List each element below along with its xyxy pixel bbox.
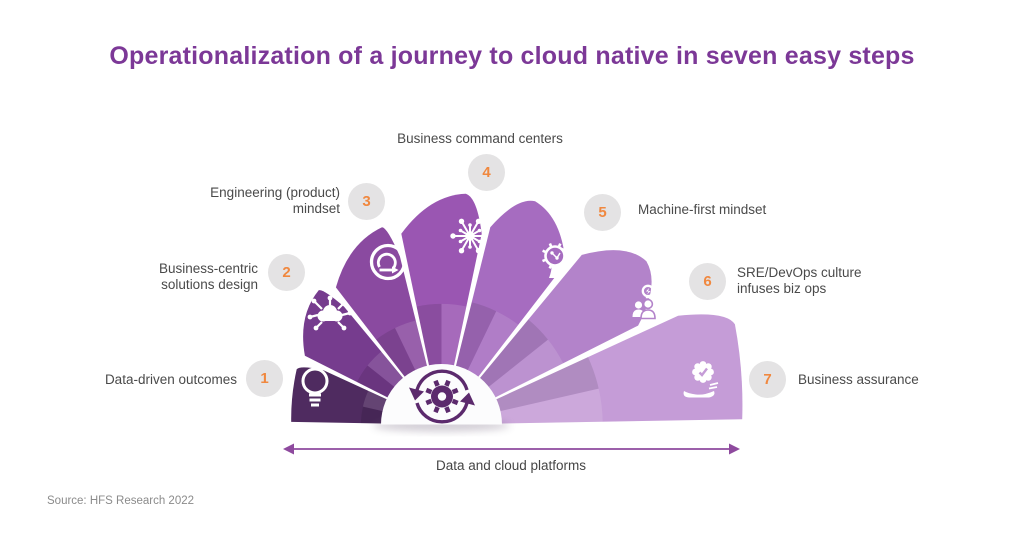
machine-head-icon (542, 243, 575, 278)
step-number-badge-2: 2 (268, 254, 305, 291)
step-label-7: Business assurance (798, 372, 919, 387)
step-number-badge-1: 1 (246, 360, 283, 397)
lightbulb-icon (301, 367, 329, 407)
step-number-badge-7: 7 (749, 361, 786, 398)
step-number-badge-6: 6 (689, 263, 726, 300)
step-number: 7 (763, 371, 772, 388)
step-number-badge-3: 3 (348, 183, 385, 220)
hand-badge-icon (683, 361, 719, 398)
step-label-2: Business-centric solutions design (158, 261, 258, 292)
step-number: 6 (703, 273, 712, 290)
step-label-3: Engineering (product) mindset (210, 185, 340, 216)
gear-cycle-icon (409, 369, 475, 424)
source-text: Source: HFS Research 2022 (47, 495, 195, 507)
step-number: 1 (260, 370, 269, 387)
petal-step-4 (401, 193, 490, 425)
step-label-4: Business command centers (397, 131, 563, 146)
page-title: Operationalization of a journey to cloud… (109, 42, 915, 70)
agile-loop-icon (369, 243, 407, 281)
cloud-network-icon (307, 295, 353, 331)
step-label-1: Data-driven outcomes (104, 372, 237, 387)
bottom-axis-label: Data and cloud platforms (435, 458, 587, 473)
step-number: 3 (362, 193, 371, 210)
step-number-badge-4: 4 (468, 154, 505, 191)
step-number: 5 (598, 204, 607, 221)
bottom-axis-arrow (283, 443, 740, 455)
petal-step-7 (441, 314, 743, 425)
team-idea-icon (632, 284, 664, 320)
step-number-badge-5: 5 (584, 194, 621, 231)
step-number: 2 (282, 264, 291, 281)
step-label-5: Machine-first mindset (638, 202, 767, 217)
step-label-6: SRE/DevOps culture infuses biz ops (737, 265, 862, 296)
network-hub-icon (450, 218, 490, 254)
step-number: 4 (482, 164, 491, 181)
